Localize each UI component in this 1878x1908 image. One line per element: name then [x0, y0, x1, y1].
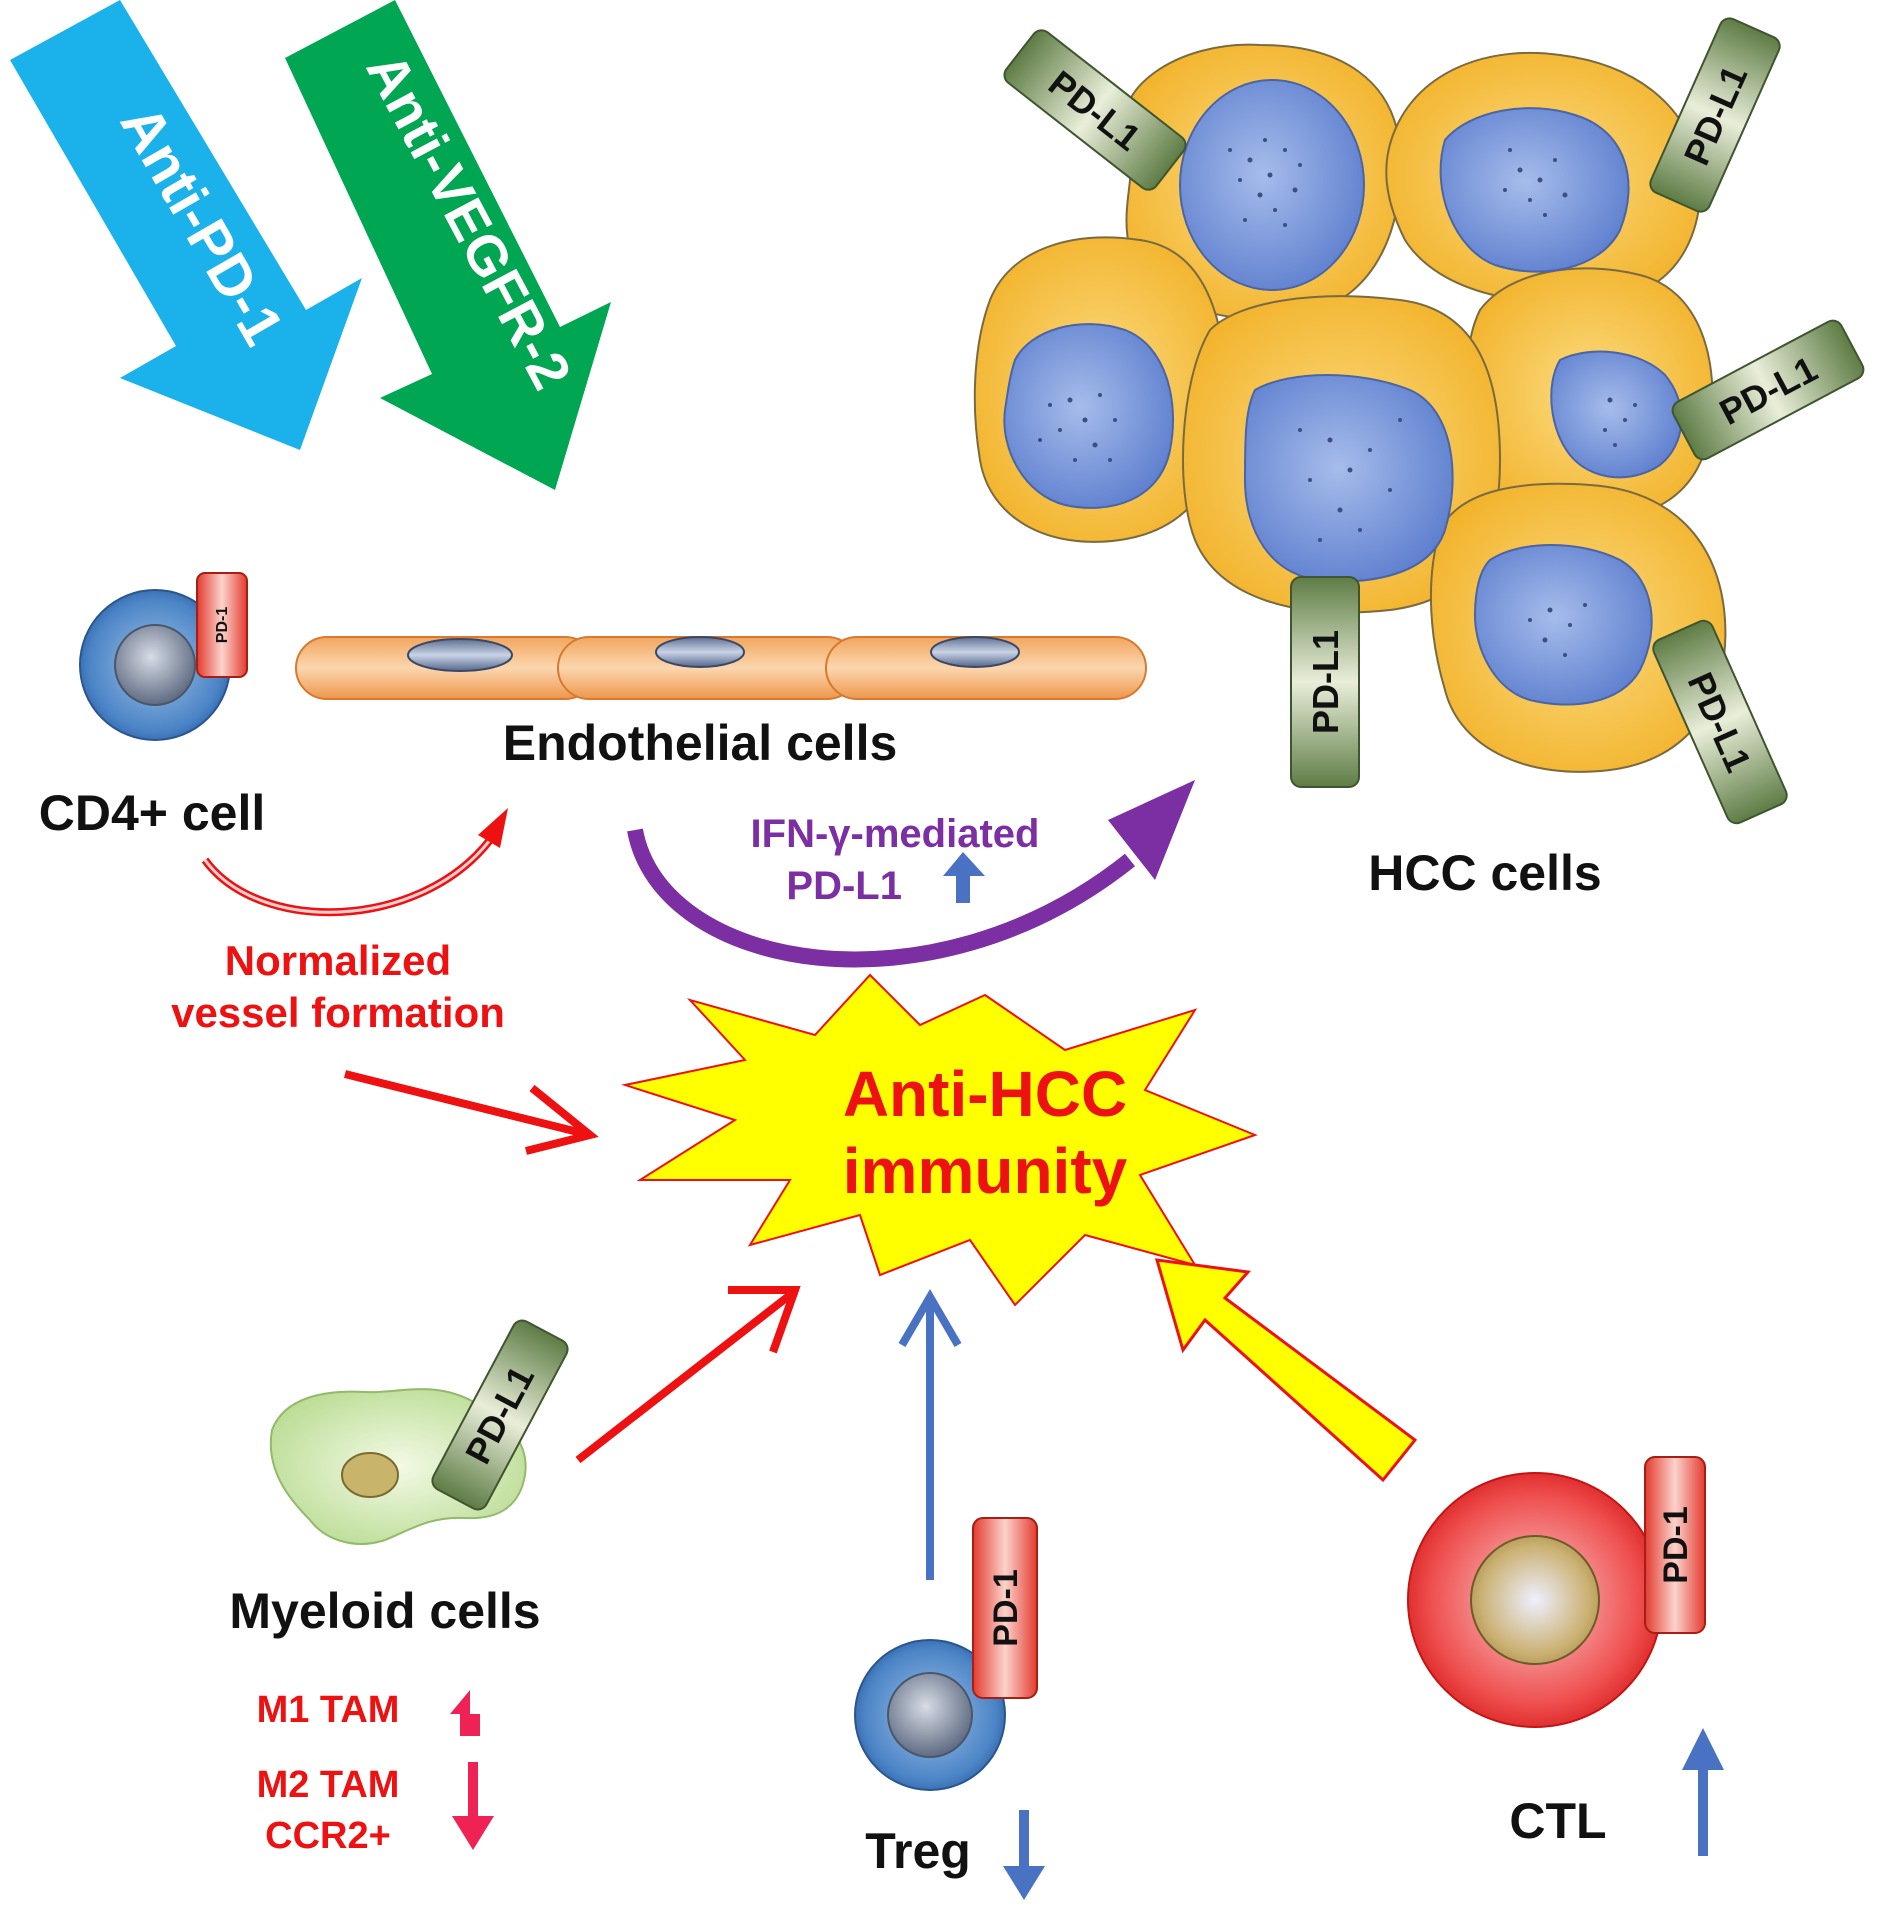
- treg-to-immunity-arrow: [898, 1289, 962, 1580]
- normalized-vessel-arrow: [201, 808, 508, 917]
- hcc-nucleus: [1473, 544, 1653, 706]
- hcc-nucleus: [1243, 374, 1454, 583]
- hcc-nucleus: [1439, 107, 1630, 273]
- myeloid-to-immunity-arrow: [575, 1286, 801, 1464]
- immunity-label: immunity: [843, 1135, 1128, 1207]
- m1-tam-label: M1 TAM: [257, 1689, 400, 1731]
- ctl-to-immunity-arrow: [1154, 1258, 1418, 1483]
- treg-label: Treg: [865, 1823, 971, 1879]
- pd1-receptor: PD-1: [1644, 1456, 1706, 1634]
- hcc-cell-cluster: PD-L1 PD-L1 PD-L1 PD-L1 PD-L1: [973, 17, 1865, 825]
- ccr2-label: CCR2+: [265, 1815, 391, 1857]
- myeloid-cells-label: Myeloid cells: [229, 1583, 540, 1639]
- hcc-nucleus: [1003, 323, 1174, 509]
- ifn-gamma-label-line1: IFN-γ-mediated: [751, 812, 1040, 856]
- anti-hcc-label: Anti-HCC: [843, 1058, 1127, 1130]
- up-arrow-icon: [450, 1690, 480, 1736]
- cd4-cell-label: CD4+ cell: [39, 785, 266, 841]
- anti-hcc-immunity-starburst: Anti-HCC immunity: [621, 973, 1258, 1307]
- hcc-cells-label: HCC cells: [1368, 845, 1601, 901]
- normalized-vessel-label-line2: vessel formation: [171, 989, 505, 1036]
- normalized-vessel-label-line1: Normalized: [225, 937, 451, 984]
- pd1-label: PD-1: [214, 607, 231, 644]
- myeloid-cell: PD-L1: [269, 1319, 569, 1545]
- down-arrow-icon: [1003, 1810, 1045, 1900]
- ifn-pdl1-label: PD-L1: [786, 864, 902, 908]
- m2-tam-label: M2 TAM: [257, 1764, 400, 1806]
- vessel-to-immunity-arrow: [344, 1070, 599, 1155]
- ctl-label: CTL: [1509, 1793, 1606, 1849]
- chromatin-speckles: [1038, 138, 1637, 657]
- up-arrow-icon: [943, 852, 985, 903]
- pd1-receptor: PD-1: [196, 572, 248, 678]
- pd1-label: PD-1: [987, 1569, 1025, 1646]
- endothelial-cells: [295, 636, 1147, 700]
- endothelial-cells-label: Endothelial cells: [503, 715, 898, 771]
- up-arrow-icon: [1682, 1728, 1724, 1856]
- ctl-cell: PD-1: [1407, 1456, 1706, 1728]
- hcc-nucleus: [1179, 79, 1365, 291]
- down-arrow-icon: [452, 1762, 494, 1850]
- ifn-gamma-arrow: [627, 780, 1195, 968]
- pdl1-label: PD-L1: [1305, 630, 1346, 734]
- pd1-label: PD-1: [1657, 1506, 1695, 1583]
- pdl1-receptor: PD-L1: [1290, 576, 1360, 788]
- pd1-receptor: PD-1: [972, 1517, 1038, 1699]
- cd4-cell: PD-1: [79, 572, 248, 741]
- hcc-nucleus: [1550, 350, 1683, 479]
- anti-vegfr2-arrow: Anti-VEGFR-2: [285, 0, 611, 490]
- treg-cell: PD-1: [854, 1517, 1038, 1791]
